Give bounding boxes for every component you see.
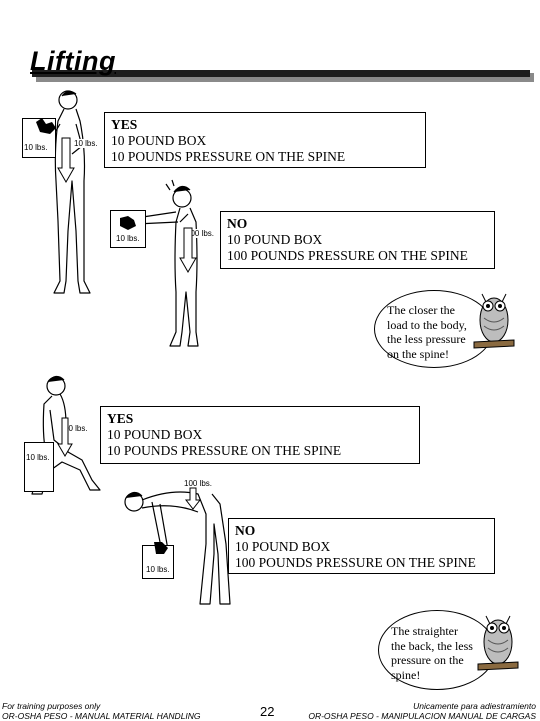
box-weight-label-1: 10 lbs.	[24, 143, 48, 152]
caption-line1-3: 10 POUND BOX	[107, 427, 203, 442]
caption-line1-2: 10 POUND BOX	[227, 232, 323, 247]
box-3	[24, 442, 54, 492]
caption-box-1: YES 10 POUND BOX 10 POUNDS PRESSURE ON T…	[104, 112, 426, 168]
tip-2-line-3: pressure on the	[391, 653, 464, 667]
caption-box-3: YES 10 POUND BOX 10 POUNDS PRESSURE ON T…	[100, 406, 420, 464]
box-weight-label-3: 10 lbs.	[26, 453, 50, 462]
caption-line2-4: 100 POUNDS PRESSURE ON THE SPINE	[235, 555, 476, 570]
pressure-arrow-2	[179, 227, 197, 274]
footer-left-line2: OR-OSHA PESO - MANUAL MATERIAL HANDLING	[2, 711, 201, 721]
caption-line1-1: 10 POUND BOX	[111, 133, 207, 148]
hands-2	[120, 216, 136, 230]
owl-icon	[473, 293, 515, 349]
tip-bubble-2: The straighter the back, the less pressu…	[378, 610, 496, 690]
tip-1-line-1: The closer the	[387, 303, 455, 317]
hands-1	[36, 118, 56, 134]
caption-heading-4: NO	[235, 523, 256, 538]
pressure-arrow-1	[57, 137, 75, 184]
footer-right-line1: Unicamente para adiestramiento	[413, 701, 536, 711]
pressure-arrow-4	[184, 487, 202, 510]
spine-weight-label-1: 10 lbs.	[74, 139, 98, 148]
spine-weight-label-4: 100 lbs.	[184, 479, 213, 488]
tip-1-line-3: the less pressure	[387, 332, 466, 346]
footer-right: Unicamente para adiestramiento OR-OSHA P…	[308, 701, 536, 721]
hands-4	[154, 542, 168, 554]
title-bar	[32, 70, 530, 77]
caption-heading-1: YES	[111, 117, 138, 132]
caption-heading-3: YES	[107, 411, 134, 426]
caption-box-4: NO 10 POUND BOX 100 POUNDS PRESSURE ON T…	[228, 518, 495, 574]
tip-2-line-2: the back, the less	[391, 638, 473, 653]
tip-2-line-4: spine!	[391, 667, 421, 682]
title-bar-shadow	[36, 73, 534, 82]
tip-2-line-1: The straighter	[391, 624, 458, 638]
caption-line2-1: 10 POUNDS PRESSURE ON THE SPINE	[111, 149, 346, 164]
caption-heading-2: NO	[227, 216, 248, 231]
page-number: 22	[260, 704, 275, 719]
caption-line2-3: 10 POUNDS PRESSURE ON THE SPINE	[107, 443, 342, 458]
spine-weight-label-2: 100 lbs.	[186, 229, 215, 238]
tip-1-line-4: on the spine!	[387, 346, 449, 361]
pressure-arrow-3	[57, 417, 73, 457]
figure-kneeling	[31, 375, 101, 495]
page-title: Lifting	[30, 46, 116, 76]
owl-icon-2	[477, 615, 519, 671]
footer-left-line1: For training purposes only	[2, 701, 101, 711]
figure-standing-extended	[135, 179, 199, 347]
box-weight-label-4: 10 lbs.	[146, 565, 170, 574]
caption-line1-4: 10 POUND BOX	[235, 539, 331, 554]
footer-right-line2: OR-OSHA PESO - MANIPULACION MANUAL DE CA…	[308, 711, 536, 721]
caption-line2-2: 100 POUNDS PRESSURE ON THE SPINE	[227, 248, 468, 263]
caption-box-2: NO 10 POUND BOX 100 POUNDS PRESSURE ON T…	[220, 211, 495, 269]
footer-left: For training purposes only OR-OSHA PESO …	[2, 701, 201, 721]
tip-1-line-2: load to the body,	[387, 317, 467, 332]
box-weight-label-2: 10 lbs.	[116, 234, 140, 243]
spine-weight-label-3: 10 lbs.	[64, 424, 88, 433]
